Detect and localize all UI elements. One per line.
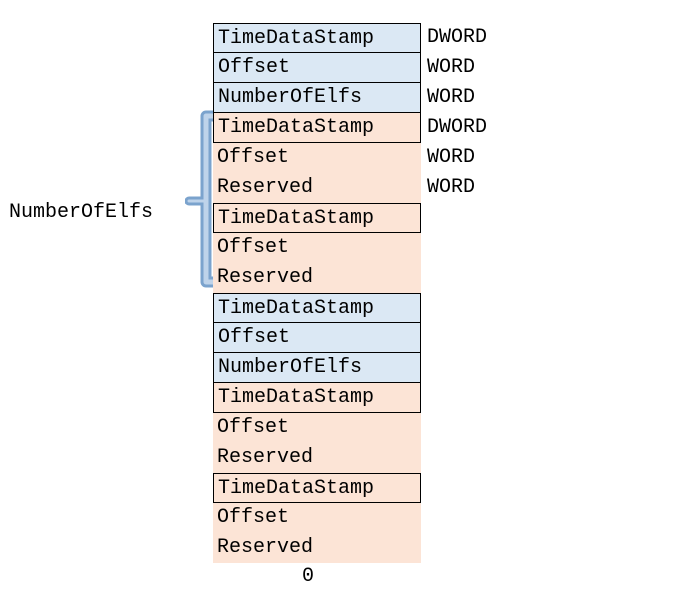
field-name-label: Reserved [217, 266, 314, 289]
table-row: TimeDataStamp [213, 383, 421, 413]
table-row: Offset [213, 323, 421, 353]
table-row: Reserved [213, 443, 421, 473]
field-type-label: WORD [427, 176, 476, 199]
table-row: TimeDataStamp [213, 113, 421, 143]
field-name-label: Offset [217, 506, 290, 529]
field-name-label: TimeDataStamp [218, 297, 375, 320]
field-name-label: Offset [217, 416, 290, 439]
table-row: TimeDataStamp [213, 203, 421, 233]
table-row: TimeDataStamp [213, 293, 421, 323]
field-type-label: DWORD [427, 116, 488, 139]
field-name-label: TimeDataStamp [218, 27, 375, 50]
table-row: Reserved [213, 533, 421, 563]
table-row: Reserved [213, 173, 421, 203]
field-name-label: Reserved [217, 446, 314, 469]
table-row: TimeDataStamp [213, 473, 421, 503]
origin-label: 0 [301, 565, 314, 588]
field-name-label: TimeDataStamp [218, 207, 375, 230]
left-annotation-label: NumberOfElfs [9, 201, 154, 224]
table-row: NumberOfElfs [213, 353, 421, 383]
field-name-label: Reserved [217, 536, 314, 559]
field-type-label: WORD [427, 146, 476, 169]
table-row: Offset [213, 413, 421, 443]
table-row: NumberOfElfs [213, 83, 421, 113]
left-brace-icon [185, 110, 217, 288]
table-row: Offset [213, 143, 421, 173]
field-name-label: Offset [217, 146, 290, 169]
field-name-label: Offset [218, 326, 291, 349]
table-row: TimeDataStamp [213, 23, 421, 53]
field-name-label: TimeDataStamp [218, 477, 375, 500]
table-row: Offset [213, 233, 421, 263]
field-name-label: Offset [218, 56, 291, 79]
field-type-label: WORD [427, 86, 476, 109]
field-type-label: DWORD [427, 26, 488, 49]
field-type-label: WORD [427, 56, 476, 79]
field-name-label: Reserved [217, 176, 314, 199]
table-row: Offset [213, 503, 421, 533]
field-name-label: TimeDataStamp [218, 116, 375, 139]
table-row: Reserved [213, 263, 421, 293]
table-row: Offset [213, 53, 421, 83]
field-name-label: TimeDataStamp [218, 386, 375, 409]
field-name-label: NumberOfElfs [218, 86, 363, 109]
field-name-label: Offset [217, 236, 290, 259]
field-name-label: NumberOfElfs [218, 356, 363, 379]
